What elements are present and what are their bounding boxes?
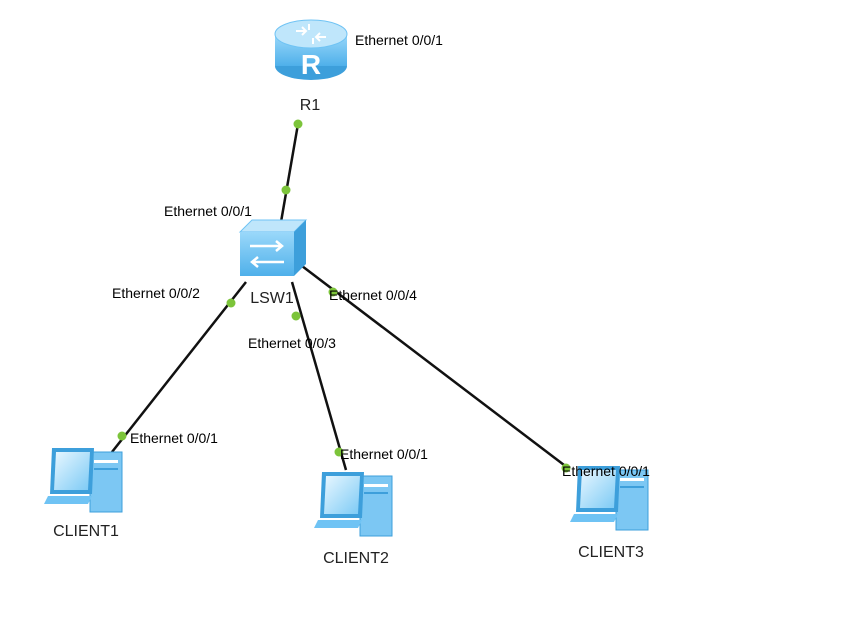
link-lsw1-client1[interactable] (111, 281, 247, 453)
links (111, 123, 569, 471)
port-label-client2: Ethernet 0/0/1 (340, 446, 428, 462)
port-dot[interactable] (281, 185, 291, 195)
link-lsw1-client2[interactable] (290, 281, 348, 471)
port-label-client3: Ethernet 0/0/1 (562, 463, 650, 479)
port-label-lsw1-e001: Ethernet 0/0/1 (164, 203, 252, 219)
client2-name: CLIENT2 (323, 550, 389, 567)
router-letter: R (301, 49, 321, 80)
port-dot[interactable] (117, 431, 127, 441)
pc-icon (314, 472, 393, 537)
pc-icon (44, 448, 123, 513)
pc-icon (570, 466, 649, 531)
router-icon: R (274, 19, 348, 80)
client1-name: CLIENT1 (53, 523, 119, 540)
router-name: R1 (300, 97, 321, 114)
client2[interactable]: CLIENT2 (314, 472, 393, 567)
switch-name: LSW1 (250, 290, 294, 307)
port-label-lsw1-e002: Ethernet 0/0/2 (112, 285, 200, 301)
port-label-r1: Ethernet 0/0/1 (355, 32, 443, 48)
port-label-client1: Ethernet 0/0/1 (130, 430, 218, 446)
port-dot[interactable] (293, 119, 303, 129)
link-lsw1-client3[interactable] (301, 265, 569, 469)
port-dot[interactable] (328, 287, 338, 297)
port-dot[interactable] (226, 298, 236, 308)
link-r1-lsw1[interactable] (279, 123, 300, 223)
client3[interactable]: CLIENT3 (570, 466, 649, 561)
port-label-lsw1-e003: Ethernet 0/0/3 (248, 335, 336, 351)
port-dot[interactable] (334, 447, 344, 457)
port-dot[interactable] (561, 463, 571, 473)
port-dot[interactable] (291, 311, 301, 321)
port-labels: Ethernet 0/0/1 Ethernet 0/0/1 Ethernet 0… (112, 32, 650, 479)
switch-lsw1[interactable]: LSW1 (238, 219, 308, 307)
router-r1[interactable]: R R1 (274, 19, 348, 114)
client1[interactable]: CLIENT1 (44, 448, 123, 540)
switch-icon (238, 219, 308, 276)
client3-name: CLIENT3 (578, 544, 644, 561)
port-dots (117, 119, 571, 473)
port-label-lsw1-e004: Ethernet 0/0/4 (329, 287, 417, 303)
